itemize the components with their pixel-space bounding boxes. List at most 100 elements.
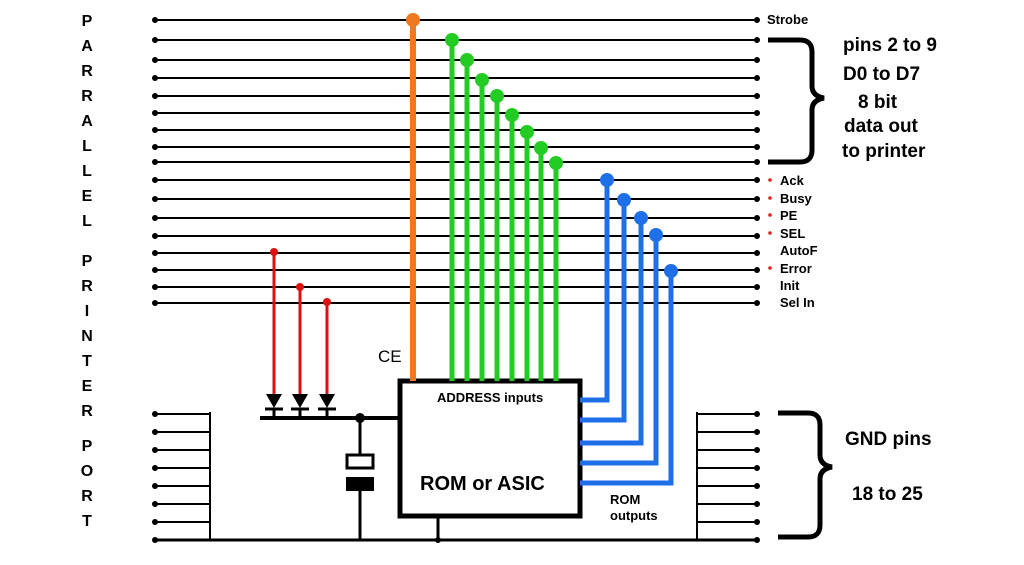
address-junction <box>505 108 519 122</box>
rom-output-junction <box>600 173 614 187</box>
rom-output-junction <box>664 264 678 278</box>
diode-symbol <box>266 394 282 408</box>
title-letter: L <box>82 213 92 230</box>
port-signal-lines <box>152 17 760 306</box>
signal-marker-dot <box>768 266 772 270</box>
gnd-pin-dot <box>754 483 760 489</box>
diode-symbol <box>292 394 308 408</box>
gnd-lines-right <box>696 411 760 540</box>
pin-dot <box>754 284 760 290</box>
gnd-pin-dot <box>754 429 760 435</box>
pin-dot <box>754 196 760 202</box>
diode-array <box>265 248 336 418</box>
pin-dot <box>754 177 760 183</box>
address-junction <box>460 53 474 67</box>
chip-ground-junction <box>435 537 441 543</box>
data-pins-bracket <box>768 37 825 165</box>
gnd-pin-dot <box>152 411 158 417</box>
signal-label: SEL <box>780 226 805 241</box>
gnd-pin-dot <box>152 519 158 525</box>
capacitor-plate-top <box>345 453 375 470</box>
address-junction <box>520 125 534 139</box>
rom-outputs-label-line1: ROM <box>610 492 640 507</box>
rom-output-line <box>580 180 610 403</box>
title-letter: O <box>80 463 94 480</box>
signal-label: AutoF <box>780 243 818 258</box>
title-letter: A <box>81 38 93 55</box>
pin-dot <box>152 233 158 239</box>
title-letter: E <box>81 378 93 395</box>
rom-output-line <box>580 235 659 466</box>
title-letter: T <box>82 353 92 370</box>
data-bracket-line4: data out <box>844 116 919 137</box>
signal-label: Error <box>780 261 812 276</box>
signal-marker-dot <box>768 213 772 217</box>
pin-dot <box>152 300 158 306</box>
pin-dot <box>754 233 760 239</box>
title-letter: R <box>81 403 93 420</box>
pin-dot <box>152 267 158 273</box>
gnd-pins-bracket <box>778 410 833 540</box>
ground-bus-end-right <box>754 537 760 543</box>
rom-output-line <box>580 271 674 486</box>
signal-label: Strobe <box>767 12 808 27</box>
pin-dot <box>754 250 760 256</box>
diode-junction <box>323 298 331 306</box>
pin-dot <box>754 300 760 306</box>
pin-dot <box>152 17 158 23</box>
gnd-lines-left <box>152 411 211 540</box>
pin-dot <box>754 37 760 43</box>
address-junction <box>490 89 504 103</box>
gnd-bracket-line2: 18 to 25 <box>852 484 923 505</box>
pin-dot <box>152 250 158 256</box>
pin-dot <box>754 93 760 99</box>
pin-dot <box>152 37 158 43</box>
title-letter: I <box>84 303 90 320</box>
rom-output-lines <box>580 173 678 486</box>
pin-dot <box>754 110 760 116</box>
address-lines <box>445 33 563 381</box>
pin-dot <box>152 177 158 183</box>
title-letter: L <box>82 138 92 155</box>
signal-marker-dot <box>768 196 772 200</box>
gnd-pin-dot <box>754 465 760 471</box>
data-bracket-line3: 8 bit <box>858 92 898 113</box>
title-letter: P <box>81 438 93 455</box>
rom-output-line <box>580 200 627 423</box>
title-letter: T <box>82 513 92 530</box>
gnd-pin-dot <box>152 483 158 489</box>
title-letter: P <box>81 253 93 270</box>
signal-label: Init <box>780 278 800 293</box>
pin-dot <box>152 75 158 81</box>
title-letter: E <box>81 188 93 205</box>
title-letter: P <box>81 13 93 30</box>
title-letter: N <box>81 328 93 345</box>
pin-dot <box>754 127 760 133</box>
rom-asic-chip <box>397 378 583 519</box>
title-letter: R <box>81 278 93 295</box>
gnd-pin-dot <box>754 411 760 417</box>
signal-marker-dot <box>768 178 772 182</box>
pin-dot <box>152 144 158 150</box>
signal-label: PE <box>780 208 798 223</box>
pin-dot <box>754 267 760 273</box>
pin-dot <box>152 110 158 116</box>
pin-dot <box>754 75 760 81</box>
data-bracket-line1: pins 2 to 9 <box>843 35 937 56</box>
diode-symbol <box>319 394 335 408</box>
chip-enable-label: CE <box>378 347 402 366</box>
rom-output-junction <box>617 193 631 207</box>
gnd-bracket-line1: GND pins <box>845 429 932 450</box>
title-letter: L <box>82 163 92 180</box>
data-bracket-line2: D0 to D7 <box>843 64 920 85</box>
gnd-pin-dot <box>754 501 760 507</box>
rom-output-line <box>580 218 644 446</box>
signal-label: Sel In <box>780 295 815 310</box>
capacitor-plate-bottom <box>346 477 374 491</box>
gnd-pin-dot <box>152 501 158 507</box>
rom-output-junction <box>634 211 648 225</box>
pin-dot <box>152 196 158 202</box>
address-junction <box>549 156 563 170</box>
